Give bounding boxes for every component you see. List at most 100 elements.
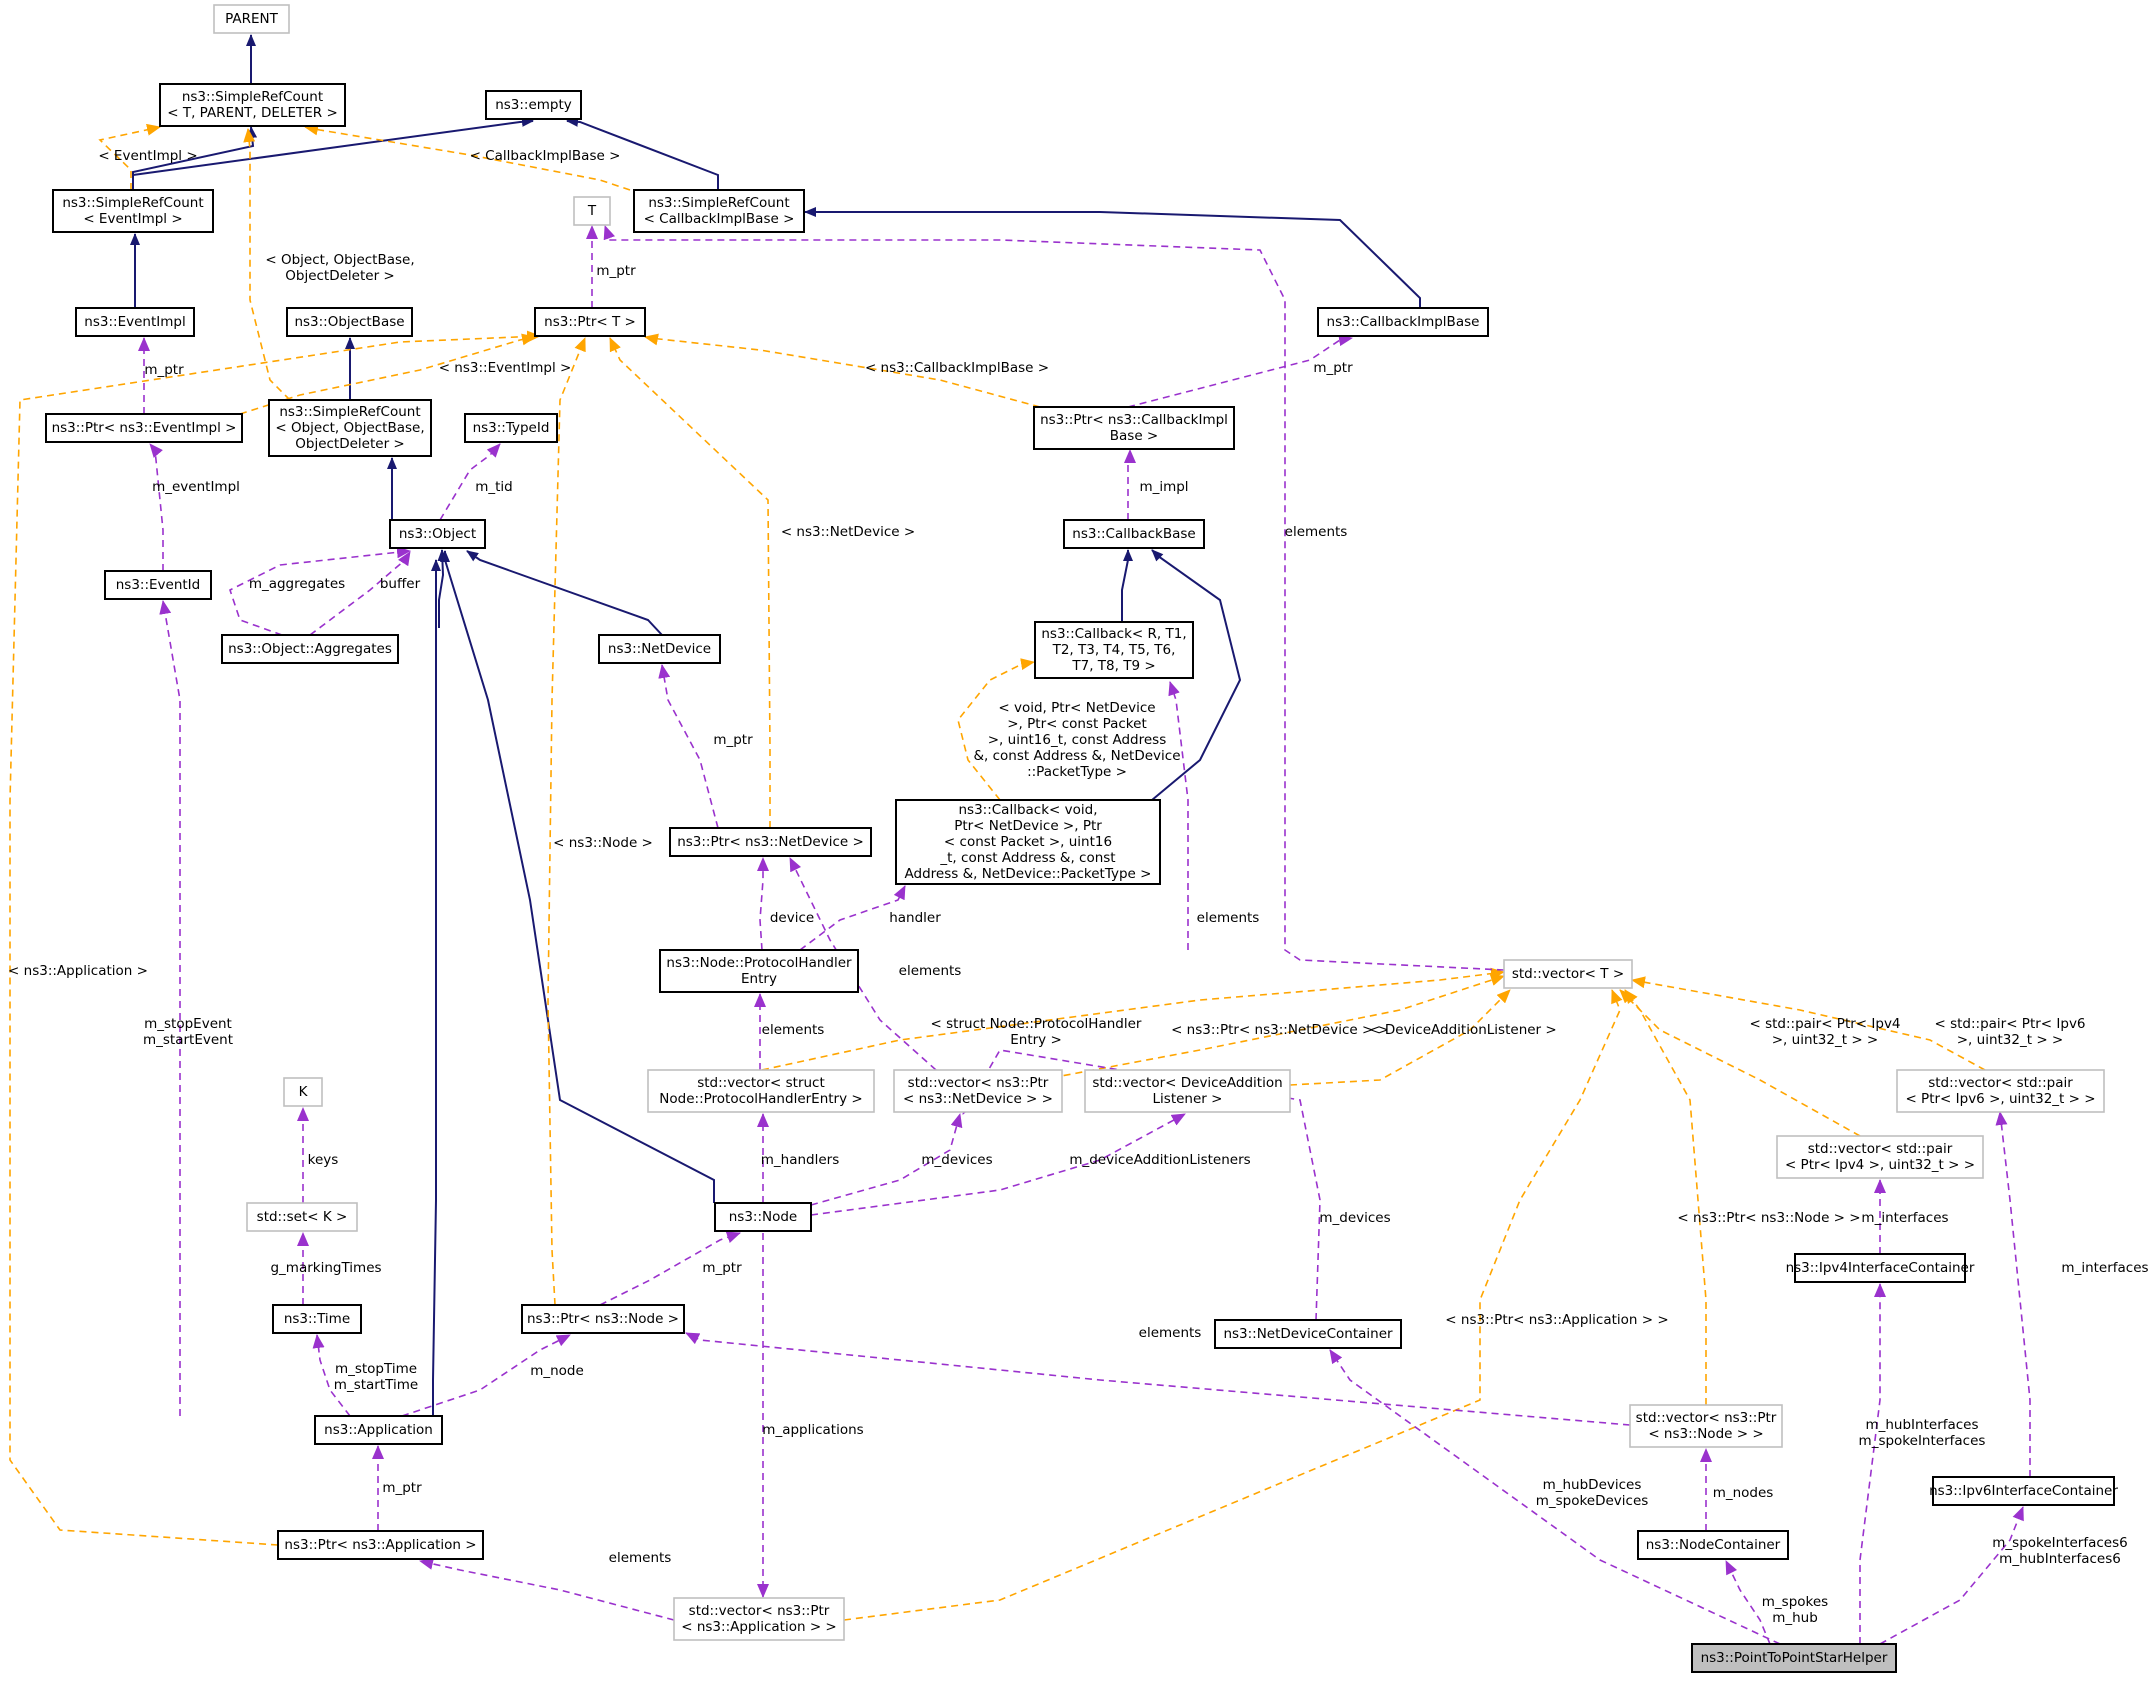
node-label: ns3::SimpleRefCount xyxy=(279,404,420,420)
node-label: std::vector< std::pair xyxy=(1928,1075,2073,1091)
class-node-vector-ptr-netdevice[interactable]: std::vector< ns3::Ptr< ns3::NetDevice > … xyxy=(893,1069,1063,1113)
edge-label-ptr-t-mptr: m_ptr xyxy=(596,263,636,279)
node-label: std::set< K > xyxy=(257,1209,348,1225)
node-label: ns3::Ptr< ns3::Node > xyxy=(527,1311,679,1327)
node-box xyxy=(389,519,486,549)
node-box xyxy=(534,307,646,337)
node-label: < ns3::Node > > xyxy=(1648,1426,1763,1442)
class-node-netdevice[interactable]: ns3::NetDevice xyxy=(598,634,721,664)
edge-label-callbackimplbase-tmpl: < CallbackImplBase > xyxy=(470,148,621,164)
node-label: < ns3::Application > > xyxy=(681,1619,837,1635)
node-label: ns3::Ptr< ns3::NetDevice > xyxy=(677,834,864,850)
class-node-callbackimplbase[interactable]: ns3::CallbackImplBase xyxy=(1317,307,1489,337)
node-box xyxy=(464,413,558,443)
usage-edge-57 xyxy=(401,1334,571,1417)
node-label: ns3::ObjectBase xyxy=(294,314,404,330)
node-label: ns3::Application xyxy=(324,1422,433,1438)
edge-label-meventimpl: m_eventImpl xyxy=(152,479,240,495)
class-node-aggregates[interactable]: ns3::Object::Aggregates xyxy=(221,634,399,664)
class-node-vector-ptr-node[interactable]: std::vector< ns3::Ptr< ns3::Node > > xyxy=(1629,1404,1783,1448)
class-node-vector-pair6[interactable]: std::vector< std::pair< Ptr< Ipv6 >, uin… xyxy=(1896,1069,2105,1113)
class-node-ptr-eventimpl[interactable]: ns3::Ptr< ns3::EventImpl > xyxy=(45,413,243,443)
class-node-simplerefcount-callbackimplbase[interactable]: ns3::SimpleRefCount< CallbackImplBase > xyxy=(633,189,805,233)
node-label: ns3::Ptr< ns3::Application > xyxy=(284,1537,476,1553)
node-label: < CallbackImplBase > xyxy=(644,211,795,227)
edge-label-app-elements: elements xyxy=(609,1550,672,1566)
node-box xyxy=(598,634,721,664)
class-node-time[interactable]: ns3::Time xyxy=(272,1304,362,1334)
node-box xyxy=(45,413,243,443)
node-label: K xyxy=(299,1084,309,1100)
node-label: < Ptr< Ipv4 >, uint32_t > > xyxy=(1785,1157,1975,1173)
class-node-simplerefcount-t[interactable]: ns3::SimpleRefCount< T, PARENT, DELETER … xyxy=(159,83,346,127)
class-node-t[interactable]: T xyxy=(573,196,611,226)
class-node-ptr-node[interactable]: ns3::Ptr< ns3::Node > xyxy=(521,1304,685,1334)
edge-label-vector-t-elements: elements xyxy=(1285,524,1348,540)
edge-label-dal-elements: elements xyxy=(1197,910,1260,926)
node-label: PARENT xyxy=(225,11,279,27)
class-node-ipv6ic[interactable]: ns3::Ipv6InterfaceContainer xyxy=(1929,1476,2118,1506)
node-box xyxy=(213,4,290,34)
node-box xyxy=(895,799,1161,885)
class-node-eventimpl[interactable]: ns3::EventImpl xyxy=(75,307,195,337)
class-node-eventid[interactable]: ns3::EventId xyxy=(104,570,212,600)
class-node-node[interactable]: ns3::Node xyxy=(714,1202,812,1232)
class-node-callbackbase[interactable]: ns3::CallbackBase xyxy=(1063,519,1205,549)
class-node-vector-pair4[interactable]: std::vector< std::pair< Ptr< Ipv4 >, uin… xyxy=(1776,1135,1984,1179)
edge-label-mdal: m_deviceAdditionListeners xyxy=(1069,1152,1250,1168)
edge-label-mnodes: m_nodes xyxy=(1713,1485,1774,1501)
node-label: ns3::Ptr< ns3::EventImpl > xyxy=(52,420,237,436)
node-label: T2, T3, T4, T5, T6, xyxy=(1052,642,1176,658)
node-label: ns3::CallbackImplBase xyxy=(1327,314,1480,330)
node-box xyxy=(521,1304,685,1334)
class-node-ptr-callbackimplbase[interactable]: ns3::Ptr< ns3::CallbackImplBase > xyxy=(1033,406,1235,450)
node-label: ns3::Callback< R, T1, xyxy=(1041,626,1186,642)
usage-edge-53 xyxy=(1995,1111,2031,1477)
class-node-ptr-netdevice[interactable]: ns3::Ptr< ns3::NetDevice > xyxy=(669,827,872,857)
class-node-object[interactable]: ns3::Object xyxy=(389,519,486,549)
class-node-empty[interactable]: ns3::empty xyxy=(485,90,582,120)
class-node-nodecontainer[interactable]: ns3::NodeContainer xyxy=(1637,1530,1789,1560)
class-node-vector-t[interactable]: std::vector< T > xyxy=(1503,959,1633,989)
class-node-simplerefcount-object[interactable]: ns3::SimpleRefCount< Object, ObjectBase,… xyxy=(268,399,432,457)
edge-label-buffer: buffer xyxy=(380,576,421,592)
node-label: Ptr< NetDevice >, Ptr xyxy=(954,818,1102,834)
class-node-simplerefcount-eventimpl[interactable]: ns3::SimpleRefCount< EventImpl > xyxy=(52,189,214,233)
class-node-set-k[interactable]: std::set< K > xyxy=(246,1202,358,1232)
node-label: ns3::Ipv4InterfaceContainer xyxy=(1786,1260,1975,1276)
class-node-protocolhandlerentry[interactable]: ns3::Node::ProtocolHandlerEntry xyxy=(659,949,859,993)
usage-edge-37 xyxy=(229,546,411,636)
class-node-application[interactable]: ns3::Application xyxy=(314,1415,443,1445)
class-node-helper[interactable]: ns3::PointToPointStarHelper xyxy=(1691,1643,1897,1673)
class-node-parent[interactable]: PARENT xyxy=(213,4,290,34)
node-box xyxy=(1033,406,1235,450)
node-box xyxy=(893,1069,1063,1113)
class-node-vector-ptr-application[interactable]: std::vector< ns3::Ptr< ns3::Application … xyxy=(673,1597,845,1641)
class-node-callback-generic[interactable]: ns3::Callback< R, T1,T2, T3, T4, T5, T6,… xyxy=(1034,621,1194,679)
edge-label-vpn-elements: elements xyxy=(899,963,962,979)
class-node-ipv4ic[interactable]: ns3::Ipv4InterfaceContainer xyxy=(1786,1253,1975,1283)
class-node-vector-phe[interactable]: std::vector< structNode::ProtocolHandler… xyxy=(647,1069,875,1113)
node-box xyxy=(1084,1069,1291,1113)
template-edge-22 xyxy=(957,658,1035,801)
usage-edge-59 xyxy=(1859,1283,1886,1644)
node-label: < EventImpl > xyxy=(83,211,182,227)
node-label: ns3::NetDevice xyxy=(608,641,711,657)
class-node-typeid[interactable]: ns3::TypeId xyxy=(464,413,558,443)
class-node-callback-void[interactable]: ns3::Callback< void,Ptr< NetDevice >, Pt… xyxy=(895,799,1161,885)
node-label: ns3::Ptr< ns3::CallbackImpl xyxy=(1040,412,1228,428)
usage-edge-39 xyxy=(658,664,719,829)
template-edge-28 xyxy=(1624,989,1707,1405)
class-node-k[interactable]: K xyxy=(283,1077,323,1107)
class-node-vector-dal[interactable]: std::vector< DeviceAdditionListener > xyxy=(1084,1069,1291,1113)
class-node-netdevicecontainer[interactable]: ns3::NetDeviceContainer xyxy=(1214,1319,1402,1349)
class-node-ptr-application[interactable]: ns3::Ptr< ns3::Application > xyxy=(277,1530,484,1560)
class-node-objectbase[interactable]: ns3::ObjectBase xyxy=(286,307,413,337)
edge-label-object-tmpl: ObjectDeleter > xyxy=(285,268,394,284)
edge-label-node-ptr-tmpl: < ns3::Node > xyxy=(553,835,653,851)
edge-label-ptr-eventimpl-mptr: m_ptr xyxy=(144,362,184,378)
node-box xyxy=(221,634,399,664)
node-label: ns3::Object::Aggregates xyxy=(228,641,392,657)
class-node-ptr-t[interactable]: ns3::Ptr< T > xyxy=(534,307,646,337)
edge-label-pair6-tmpl: < std::pair< Ptr< Ipv6 xyxy=(1934,1016,2085,1032)
